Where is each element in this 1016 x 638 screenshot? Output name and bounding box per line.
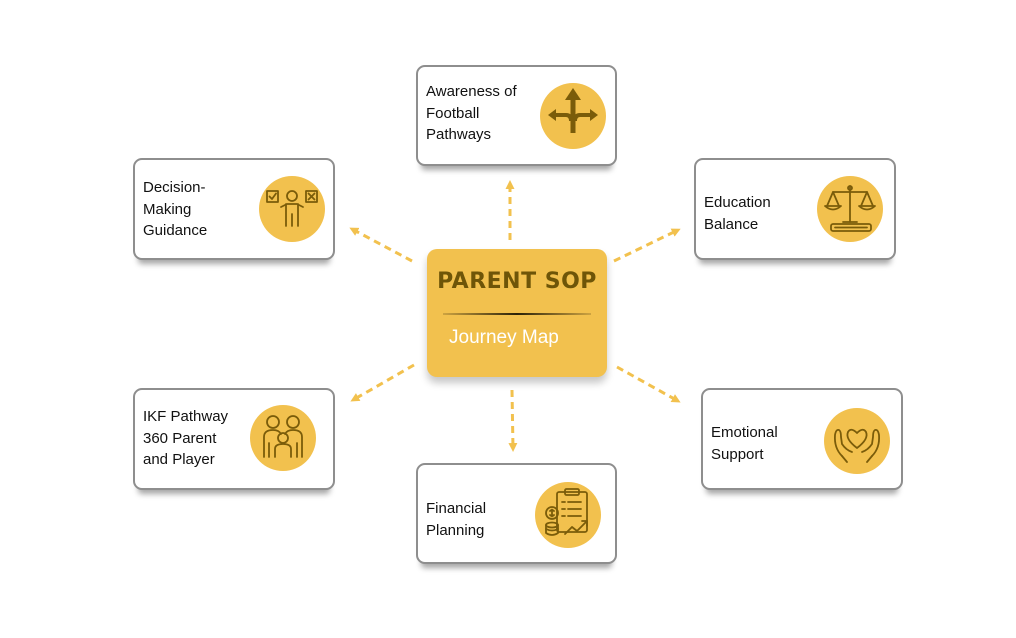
arrow-to-decision (349, 227, 413, 263)
arrow-to-education (613, 228, 681, 263)
arrow-to-emotional (616, 365, 681, 403)
center-title: PARENT SOP (437, 269, 597, 294)
node-financial: Financial Planning (416, 463, 617, 564)
center-subtitle: Journey Map (449, 327, 559, 348)
node-emotional-label: Emotional Support (711, 424, 778, 463)
center-box: PARENT SOP Journey Map (427, 249, 607, 377)
center-divider (443, 313, 591, 315)
node-education: Education Balance (694, 158, 896, 260)
node-decision: Decision- Making Guidance (133, 158, 335, 260)
node-decision-label: Decision- Making Guidance (143, 179, 208, 239)
scale-balance-icon (817, 176, 883, 242)
direction-arrows-icon (540, 83, 606, 149)
node-financial-label: Financial Planning (426, 500, 487, 539)
decision-choice-icon (259, 176, 325, 242)
node-awareness-label: Awareness of Football Pathways (426, 83, 517, 143)
node-education-label: Education Balance (704, 194, 771, 233)
arrow-to-financial (508, 389, 518, 452)
family-icon (250, 405, 316, 471)
financial-clipboard-icon (535, 482, 601, 548)
arrow-to-ikf (350, 363, 415, 402)
node-ikf-label: IKF Pathway 360 Parent and Player (143, 408, 229, 468)
node-emotional: Emotional Support (701, 388, 903, 490)
node-ikf: IKF Pathway 360 Parent and Player (133, 388, 335, 490)
node-awareness: Awareness of Football Pathways (416, 65, 617, 166)
heart-hands-icon (824, 408, 890, 474)
